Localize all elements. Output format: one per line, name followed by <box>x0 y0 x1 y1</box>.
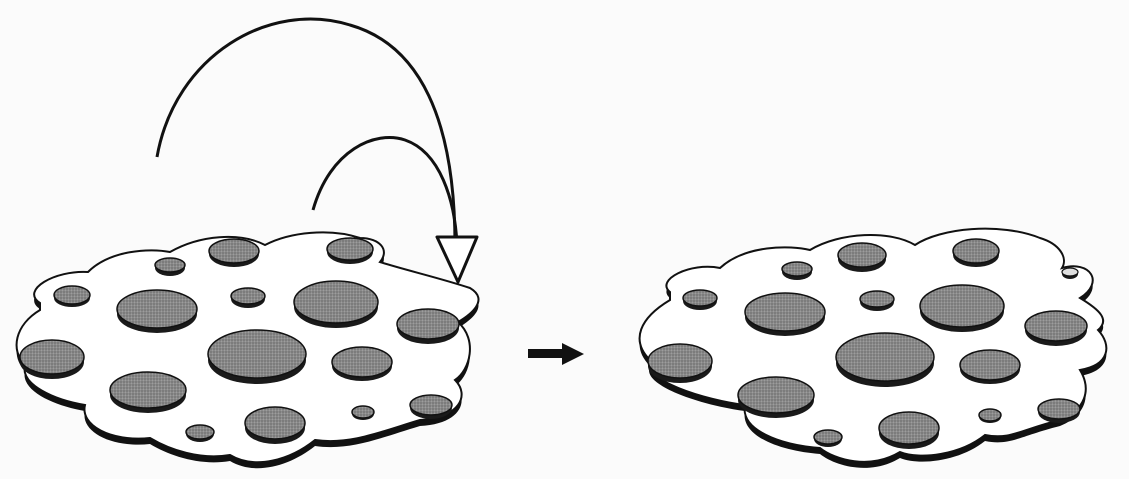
island <box>1024 310 1088 346</box>
island <box>737 376 815 418</box>
island <box>682 289 718 310</box>
island <box>744 292 826 336</box>
island <box>109 371 187 413</box>
island <box>207 329 307 384</box>
island <box>230 287 266 308</box>
island <box>331 346 393 381</box>
island <box>952 238 1000 267</box>
small-arc-arrow <box>311 136 459 246</box>
island <box>919 284 1005 332</box>
island <box>837 242 887 272</box>
island <box>396 308 460 344</box>
island <box>154 257 186 276</box>
island <box>1037 398 1081 423</box>
before-islands <box>19 237 460 444</box>
island <box>1061 267 1079 279</box>
large-arc-arrow <box>155 17 457 246</box>
after-islands <box>647 238 1088 449</box>
after-panel <box>638 227 1108 468</box>
before-panel <box>15 17 480 469</box>
island <box>351 405 375 420</box>
right-arrow-icon <box>528 343 584 365</box>
island <box>409 394 453 419</box>
island <box>244 406 306 444</box>
island <box>116 289 198 333</box>
island <box>647 343 713 383</box>
island <box>813 429 843 447</box>
island <box>835 332 935 387</box>
island <box>19 339 85 379</box>
island <box>293 280 379 328</box>
island <box>185 424 215 442</box>
island <box>978 408 1002 423</box>
island <box>781 261 813 280</box>
island <box>53 285 91 307</box>
island <box>859 290 895 311</box>
arrowhead-icon <box>435 235 479 284</box>
island <box>208 238 260 267</box>
island <box>878 411 940 449</box>
island <box>959 349 1021 384</box>
island <box>326 237 374 264</box>
